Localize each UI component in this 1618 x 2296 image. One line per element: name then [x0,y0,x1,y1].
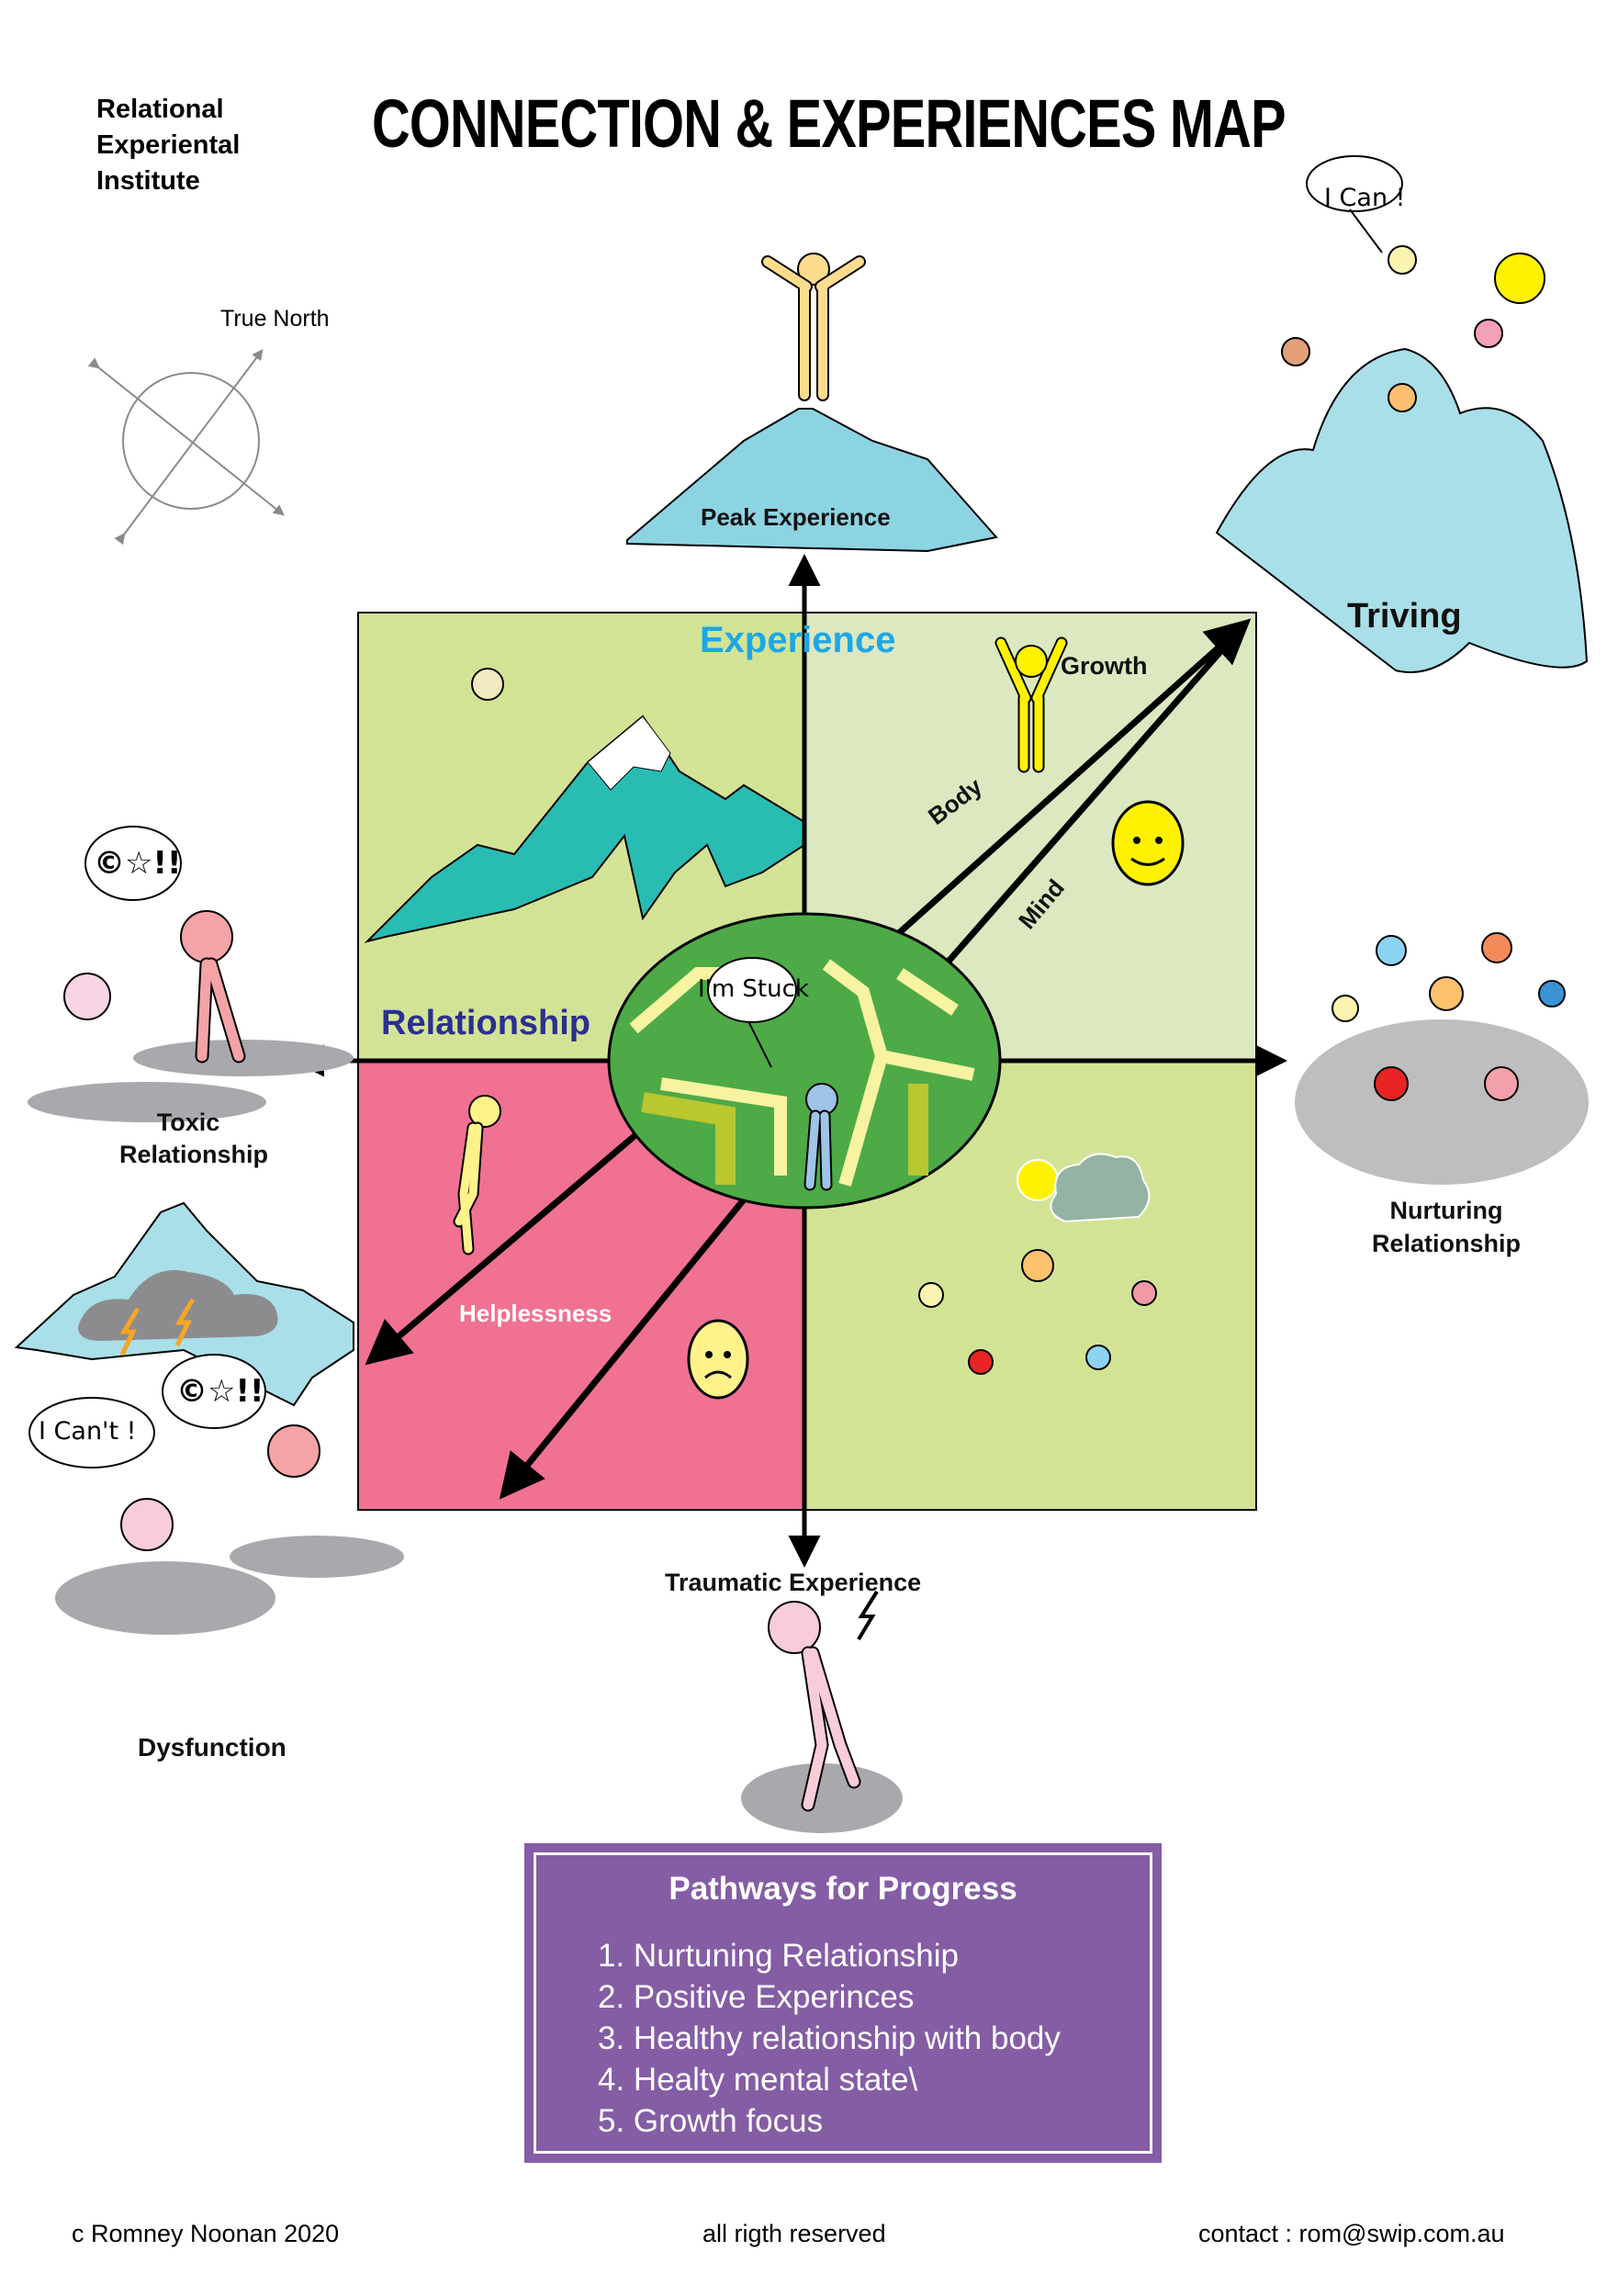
dysfunction-illustration [28,1354,404,1635]
i-cant-speech-bubble: I Can't ! [39,1417,137,1446]
stuck-person [803,1083,838,1191]
storm-mountain-illustration [14,1201,354,1407]
toxic-speech-symbols: ©☆!! [94,845,182,882]
nurturing-label-line-2: Relationship [1371,1230,1521,1257]
maze-center [607,912,1002,1210]
lightning-icon [857,1590,879,1641]
pathway-item: 4. Healty mental state\ [598,2062,918,2098]
dysfunction-label: Dysfunction [138,1733,287,1761]
org-line-2: Experiental [96,130,241,160]
peak-experience-label: Peak Experience [701,503,891,531]
dysfunction-speech-symbols: ©☆!! [176,1373,264,1410]
footer-contact: contact : rom@swip.com.au [1198,2220,1505,2247]
mind-arrow [943,622,1247,967]
person-arms-raised [761,253,866,401]
happy-face-icon [1111,800,1185,886]
page-title: CONNECTION & EXPERIENCES MAP [372,85,1287,162]
footer-rights: all rigth reserved [702,2220,886,2247]
nurturing-relationship-label: Nurturing Relationship [1345,1194,1547,1260]
relationship-axis-label: Relationship [381,1004,591,1042]
growth-label: Growth [1061,652,1148,680]
triving-mountain-illustration [1215,155,1589,673]
peak-mountain-illustration [626,253,998,553]
im-stuck-speech-bubble: I'm Stuck [698,975,809,1003]
organization-name: Relational Experiental Institute [96,92,240,199]
toxic-label-line-2: Relationship [119,1141,269,1168]
toxic-label-line-1: Toxic [156,1109,220,1136]
toxic-relationship-label: Toxic Relationship [119,1107,269,1171]
sun-cloud-icon [1017,1153,1151,1223]
helplessness-label: Helplessness [459,1300,612,1327]
sad-walking-person [453,1095,501,1255]
pathways-list: 1. Nurtuning Relationship 2. Positive Ex… [598,1935,1061,2142]
growth-person [994,636,1068,773]
group-of-people [918,1249,1157,1375]
footer-copyright: c Romney Noonan 2020 [72,2220,340,2247]
triving-label: Triving [1347,597,1462,636]
toxic-relationship-illustration [28,826,354,1122]
org-line-3: Institute [96,166,200,196]
traumatic-person-illustration [741,1590,903,1833]
experience-axis-label: Experience [700,620,896,660]
sad-face-icon [687,1319,749,1400]
helplessness-arrow-2 [499,1191,751,1500]
true-north-label: True North [220,306,330,332]
i-can-speech-bubble: I Can ! [1324,184,1406,212]
nurturing-label-line-1: Nurturing [1389,1197,1503,1224]
pathway-item: 5. Growth focus [598,2103,824,2139]
pathway-item: 1. Nurtuning Relationship [598,1938,960,1974]
traumatic-experience-label: Traumatic Experience [665,1569,922,1596]
pathways-box: Pathways for Progress 1. Nurtuning Relat… [524,1843,1162,2163]
pathway-item: 2. Positive Experinces [598,1979,915,2015]
compass-icon [87,349,285,546]
helplessness-arrow-1 [365,1132,638,1366]
body-arrow [897,618,1252,935]
org-line-1: Relational [96,95,224,124]
pathways-title: Pathways for Progress [669,1871,1017,1907]
nurturing-relationship-illustration [1295,932,1589,1185]
pathways-box-border [534,1852,1152,2154]
pathway-item: 3. Healthy relationship with body [598,2020,1061,2056]
